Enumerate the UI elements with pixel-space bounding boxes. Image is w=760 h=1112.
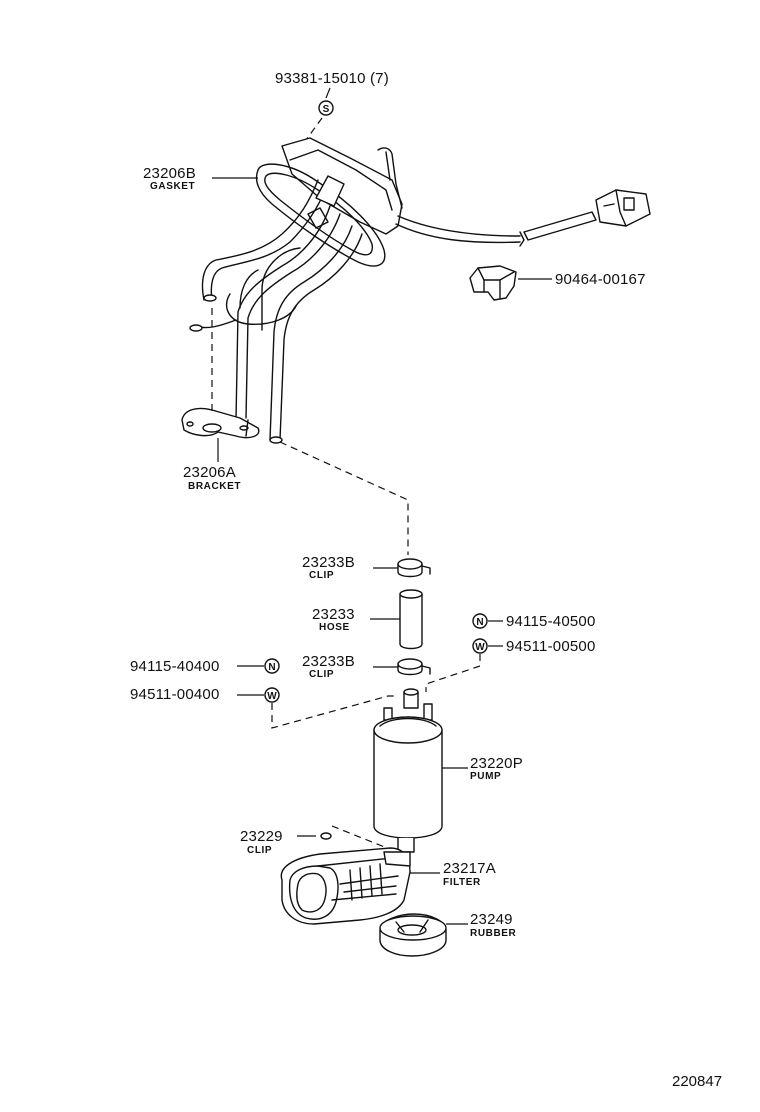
- pump-drawing: [373, 688, 443, 853]
- filter-description: FILTER: [443, 877, 481, 888]
- bracket-part-number[interactable]: 23206A: [183, 464, 236, 481]
- clip-filter-part-number[interactable]: 23229: [240, 828, 283, 845]
- clip-filter-description: CLIP: [247, 845, 272, 856]
- bracket-callout: 23206A BRACKET: [183, 438, 241, 492]
- nut-right-symbol-icon: [472, 613, 488, 629]
- hose-callout: 23233 HOSE: [312, 606, 400, 633]
- screw-symbol-icon: [318, 100, 334, 116]
- diagram-reference-number: 220847: [672, 1073, 722, 1090]
- clip-upper-callout: 23233B CLIP: [302, 554, 398, 581]
- washer-left-symbol-icon: [264, 687, 280, 703]
- pump-part-number[interactable]: 23220P: [470, 755, 523, 772]
- nut-right-callout: N 94115-40500: [472, 613, 596, 630]
- washer-left-callout: 94511-00400 W: [130, 686, 396, 729]
- hose-part-number[interactable]: 23233: [312, 606, 355, 623]
- clip-filter-drawing: [320, 832, 332, 840]
- clip-lower-description: CLIP: [309, 669, 334, 680]
- connector-clamp-callout: 90464-00167: [469, 265, 646, 301]
- gasket-description: GASKET: [150, 181, 195, 192]
- clip-lower-callout: 23233B CLIP: [302, 653, 398, 680]
- rubber-part-number[interactable]: 23249: [470, 911, 513, 928]
- connector-clamp-drawing: [469, 265, 517, 301]
- washer-right-symbol-icon: [472, 638, 488, 654]
- nut-left-callout: 94115-40400 N: [130, 658, 280, 675]
- gasket-callout: 23206B GASKET: [143, 165, 258, 192]
- washer-right-part-number[interactable]: 94511-00500: [506, 638, 596, 655]
- rubber-drawing: [379, 913, 447, 957]
- screw-part-number[interactable]: 93381-15010 (7): [275, 70, 389, 87]
- nut-right-part-number[interactable]: 94115-40500: [506, 613, 596, 630]
- nut-left-part-number[interactable]: 94115-40400: [130, 658, 220, 675]
- washer-left-symbol-letter: W: [267, 691, 277, 702]
- washer-left-part-number[interactable]: 94511-00400: [130, 686, 220, 703]
- filter-callout: 23217A FILTER: [410, 860, 496, 888]
- washer-right-callout: W 94511-00500: [425, 638, 596, 692]
- filter-drawing: [280, 847, 411, 925]
- hose-clip-assembly-drawing: [397, 558, 431, 676]
- bracket-description: BRACKET: [188, 481, 241, 492]
- filter-part-number[interactable]: 23217A: [443, 860, 496, 877]
- nut-right-symbol-letter: N: [476, 617, 483, 628]
- pump-callout: 23220P PUMP: [442, 755, 523, 782]
- clip-filter-callout: 23229 CLIP: [240, 825, 393, 856]
- washer-right-symbol-letter: W: [475, 642, 485, 653]
- clip-lower-part-number[interactable]: 23233B: [302, 653, 355, 670]
- rubber-callout: 23249 RUBBER: [446, 911, 517, 939]
- clip-upper-part-number[interactable]: 23233B: [302, 554, 355, 571]
- rubber-description: RUBBER: [470, 928, 517, 939]
- connector-part-number[interactable]: 90464-00167: [555, 271, 646, 288]
- sender-plate-assembly-drawing: [181, 137, 651, 444]
- pump-description: PUMP: [470, 771, 501, 782]
- clip-upper-description: CLIP: [309, 570, 334, 581]
- nut-left-symbol-icon: [264, 658, 280, 674]
- gasket-part-number[interactable]: 23206B: [143, 165, 196, 182]
- screw-symbol-letter: S: [323, 104, 330, 115]
- screw-callout: 93381-15010 (7) S: [275, 70, 389, 141]
- hose-description: HOSE: [319, 622, 350, 633]
- nut-left-symbol-letter: N: [268, 662, 275, 673]
